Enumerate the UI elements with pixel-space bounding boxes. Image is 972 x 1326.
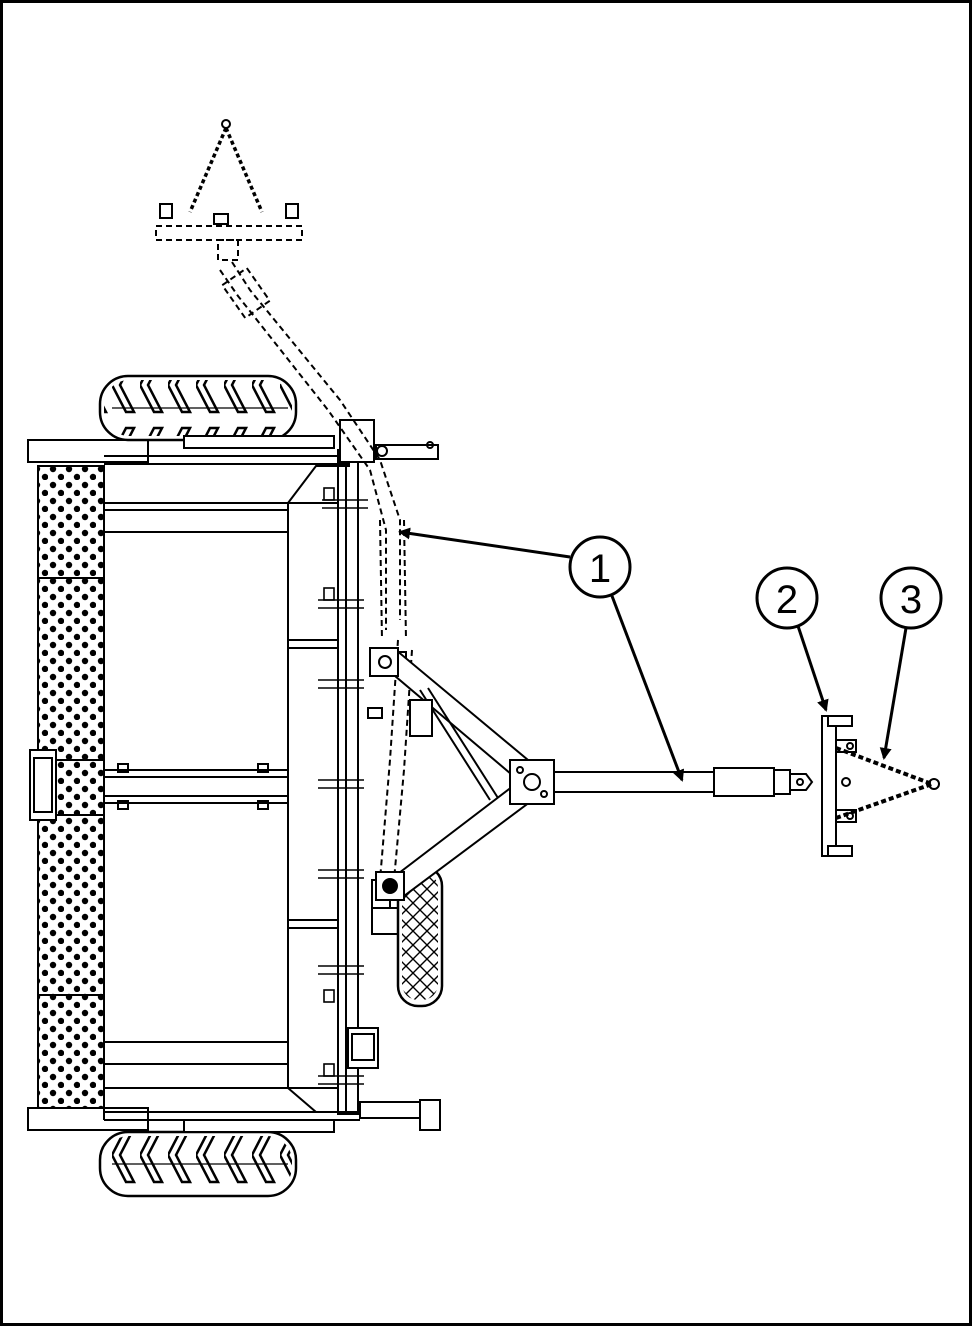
caster-wheel [396, 864, 444, 1008]
stowed-chain [159, 119, 299, 225]
callout-1: 1 [568, 535, 632, 599]
a-frame-hitch [369, 647, 814, 901]
bottom-tire [98, 1119, 335, 1198]
safety-chain [835, 746, 940, 820]
callout-1-label: 1 [589, 547, 611, 591]
callout-3-label: 3 [900, 578, 922, 622]
leader-arrows [398, 527, 908, 782]
callout-3: 3 [879, 566, 943, 630]
hitch-plate [821, 715, 857, 857]
leader-1b [610, 595, 685, 782]
leader-1a [398, 527, 571, 559]
callout-2: 2 [755, 566, 819, 630]
top-tire [98, 374, 335, 449]
leader-2 [796, 625, 829, 712]
callout-2-label: 2 [776, 578, 798, 622]
stowed-hitch-dashed [155, 225, 413, 881]
machine-frame [27, 419, 441, 1131]
leader-3 [879, 627, 908, 760]
